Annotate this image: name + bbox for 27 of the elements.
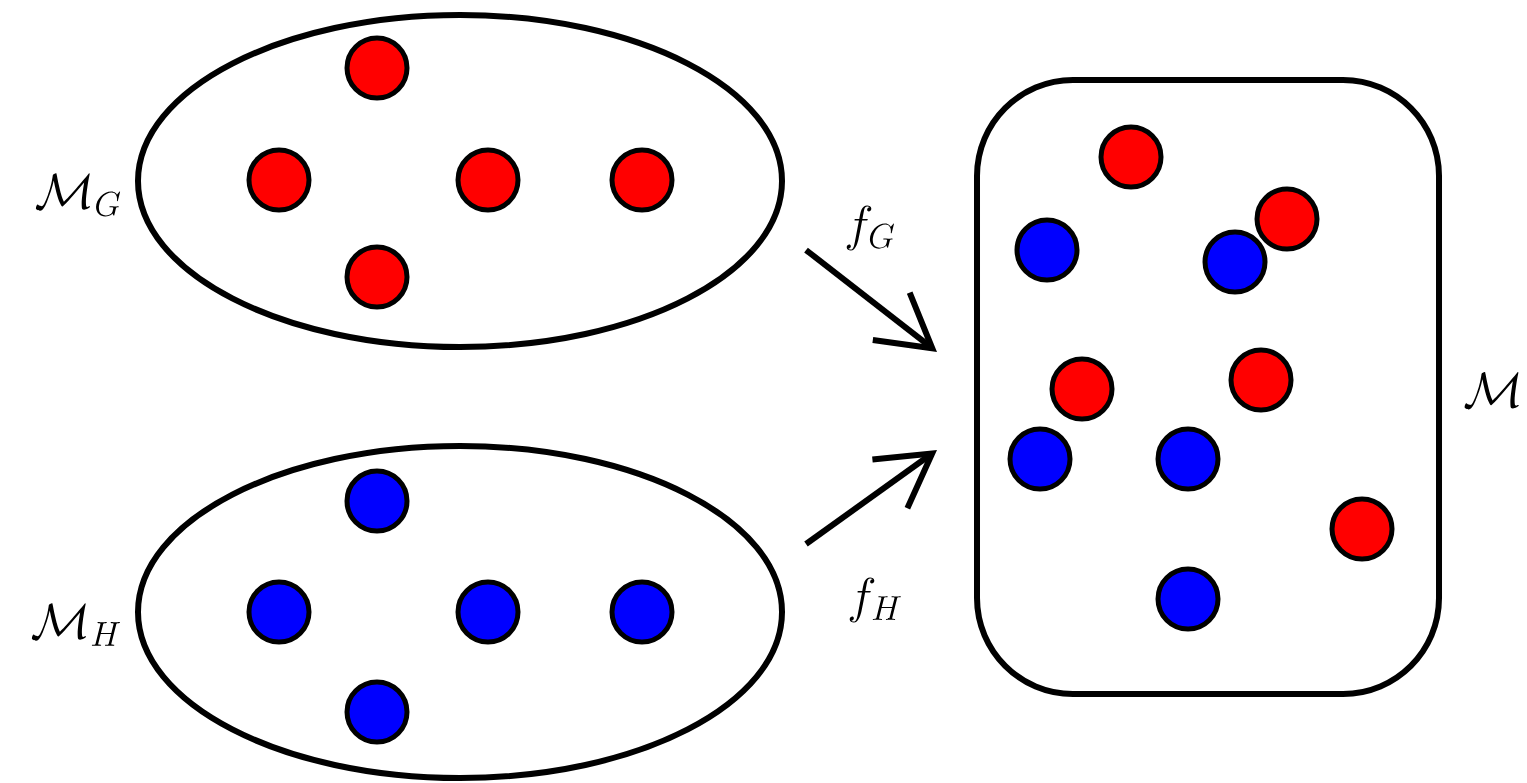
dot (1049, 356, 1115, 422)
dot (1155, 426, 1221, 492)
dot (1007, 426, 1073, 492)
dot (1228, 347, 1294, 413)
dot (609, 147, 675, 213)
arrow (804, 450, 937, 547)
dot (246, 579, 312, 645)
dot (246, 147, 312, 213)
arrow (804, 247, 937, 352)
dot (344, 35, 410, 101)
dot (1155, 566, 1221, 632)
set-label: $\mathcal{M}_H$ (31, 603, 120, 646)
dot (1202, 229, 1268, 295)
dot (609, 579, 675, 645)
dot (344, 244, 410, 310)
dot (455, 579, 521, 645)
edge-label: $f_H$ (845, 575, 905, 625)
dot (1098, 124, 1164, 190)
dot (1254, 186, 1320, 252)
dot (455, 147, 521, 213)
dot (344, 468, 410, 534)
dot (1014, 217, 1080, 283)
dot (344, 679, 410, 745)
set-label: $\mathcal{M}$ (1464, 371, 1519, 410)
edge-label: $f_G$ (842, 203, 898, 253)
set-label: $\mathcal{M}_G$ (35, 173, 121, 217)
dot (1329, 496, 1395, 562)
